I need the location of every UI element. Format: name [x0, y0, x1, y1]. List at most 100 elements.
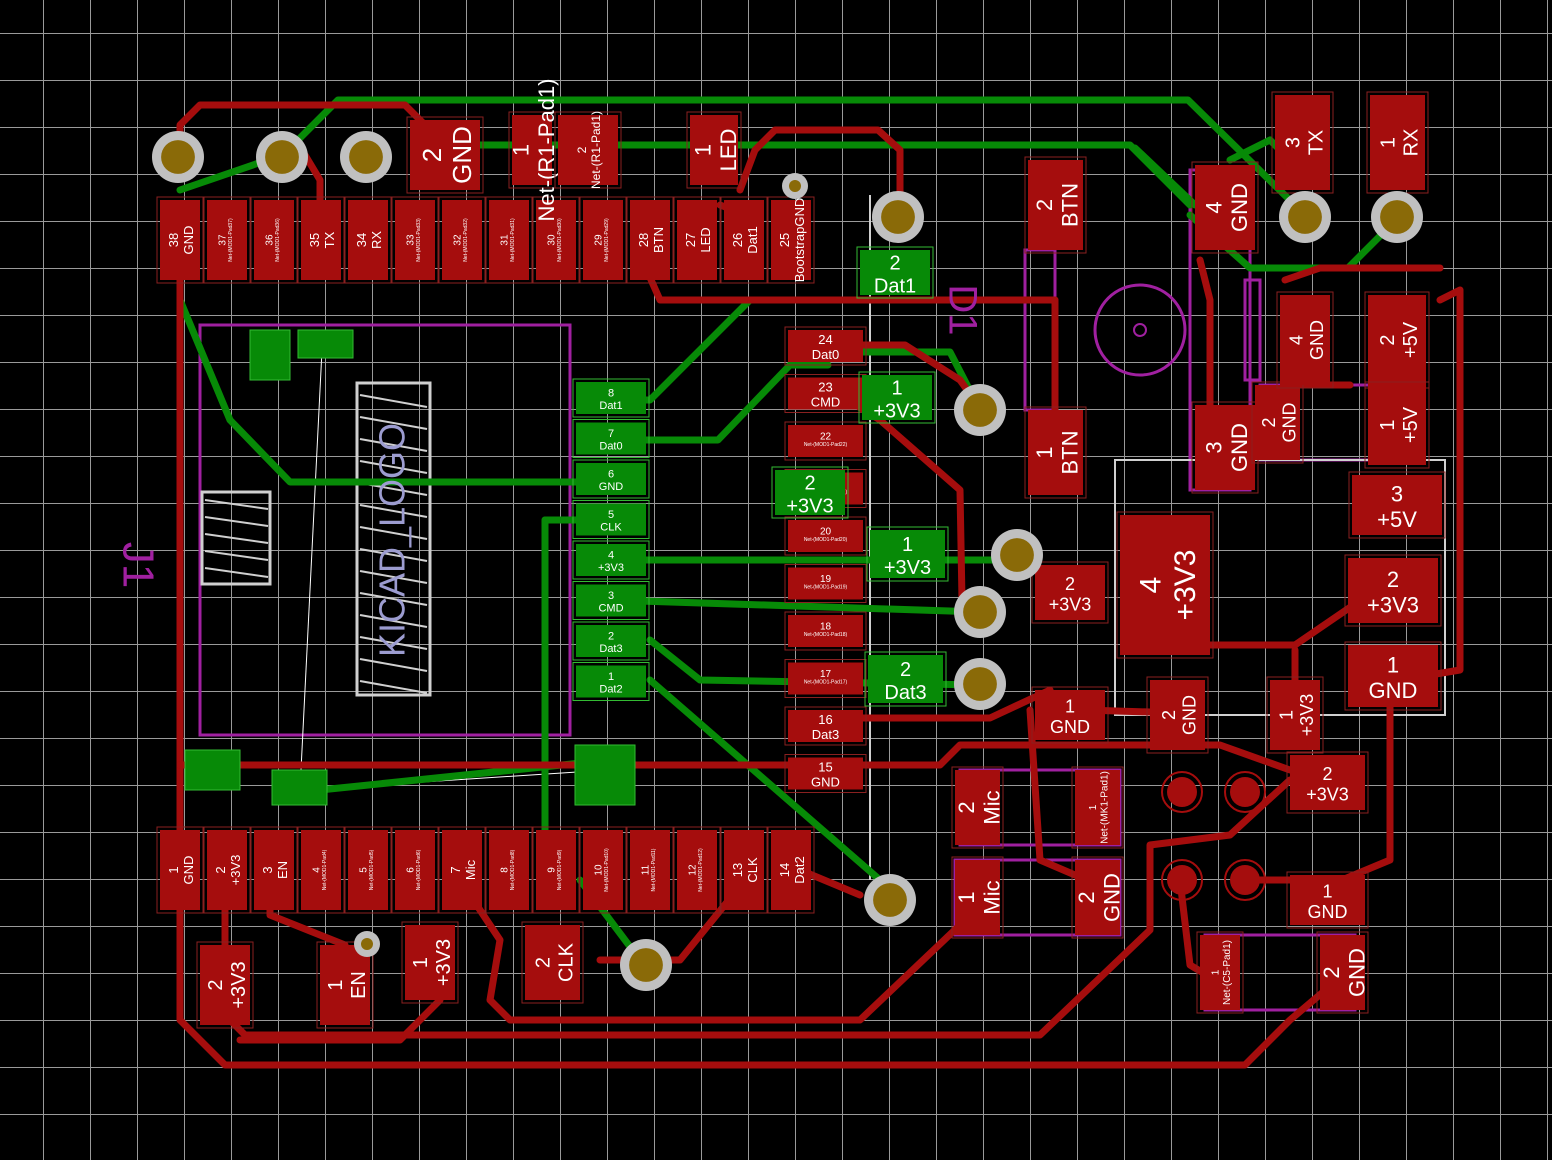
component-pad-3v3[interactable]: 2+3V3 — [196, 941, 254, 1029]
front-copper-trace[interactable] — [841, 686, 1054, 722]
front-copper-trace[interactable] — [236, 996, 444, 1044]
component-pad-5v[interactable]: 3+5V — [1348, 471, 1446, 539]
sd-mount-pad[interactable] — [574, 744, 636, 806]
mic-pad[interactable] — [1167, 865, 1197, 895]
sd-mount-pad[interactable] — [297, 329, 354, 359]
sd-mount-pad[interactable] — [184, 749, 241, 791]
mic-pad[interactable] — [1230, 865, 1260, 895]
back-pad-3v3[interactable]: 1+3V3 — [866, 526, 949, 582]
back-copper-trace[interactable] — [646, 676, 884, 884]
sd-mount-pad[interactable] — [271, 769, 328, 806]
component-pad-3v3[interactable]: 1+3V3 — [1266, 676, 1324, 754]
sd-pin-4[interactable]: 4+3V3 — [572, 540, 650, 580]
back-pad-3v3[interactable]: 1+3V3 — [858, 371, 936, 424]
front-copper-trace[interactable] — [176, 741, 1294, 774]
component-pad-3v3[interactable]: 2+3V3 — [1344, 554, 1442, 627]
component-pad-3v3[interactable]: 4+3V3 — [1116, 511, 1214, 659]
component-pad-5v[interactable]: 2+5V — [1364, 291, 1430, 389]
mic-pad[interactable] — [1230, 777, 1260, 807]
back-copper-trace[interactable] — [294, 96, 1309, 219]
mic-pad[interactable] — [1167, 777, 1197, 807]
component-pad-3v3[interactable]: 2+3V3 — [1286, 751, 1369, 814]
back-copper-trace[interactable] — [606, 596, 984, 616]
component-pad-3v3[interactable]: 2+3V3 — [1031, 561, 1109, 624]
front-copper-trace[interactable] — [736, 126, 904, 219]
component-pad-3v3[interactable]: 1+3V3 — [401, 921, 459, 1004]
sd-mount-pad[interactable] — [249, 329, 291, 381]
front-copper-trace[interactable] — [1196, 256, 1214, 424]
front-copper-trace[interactable] — [1281, 264, 1444, 284]
front-copper-trace[interactable] — [456, 876, 964, 1024]
